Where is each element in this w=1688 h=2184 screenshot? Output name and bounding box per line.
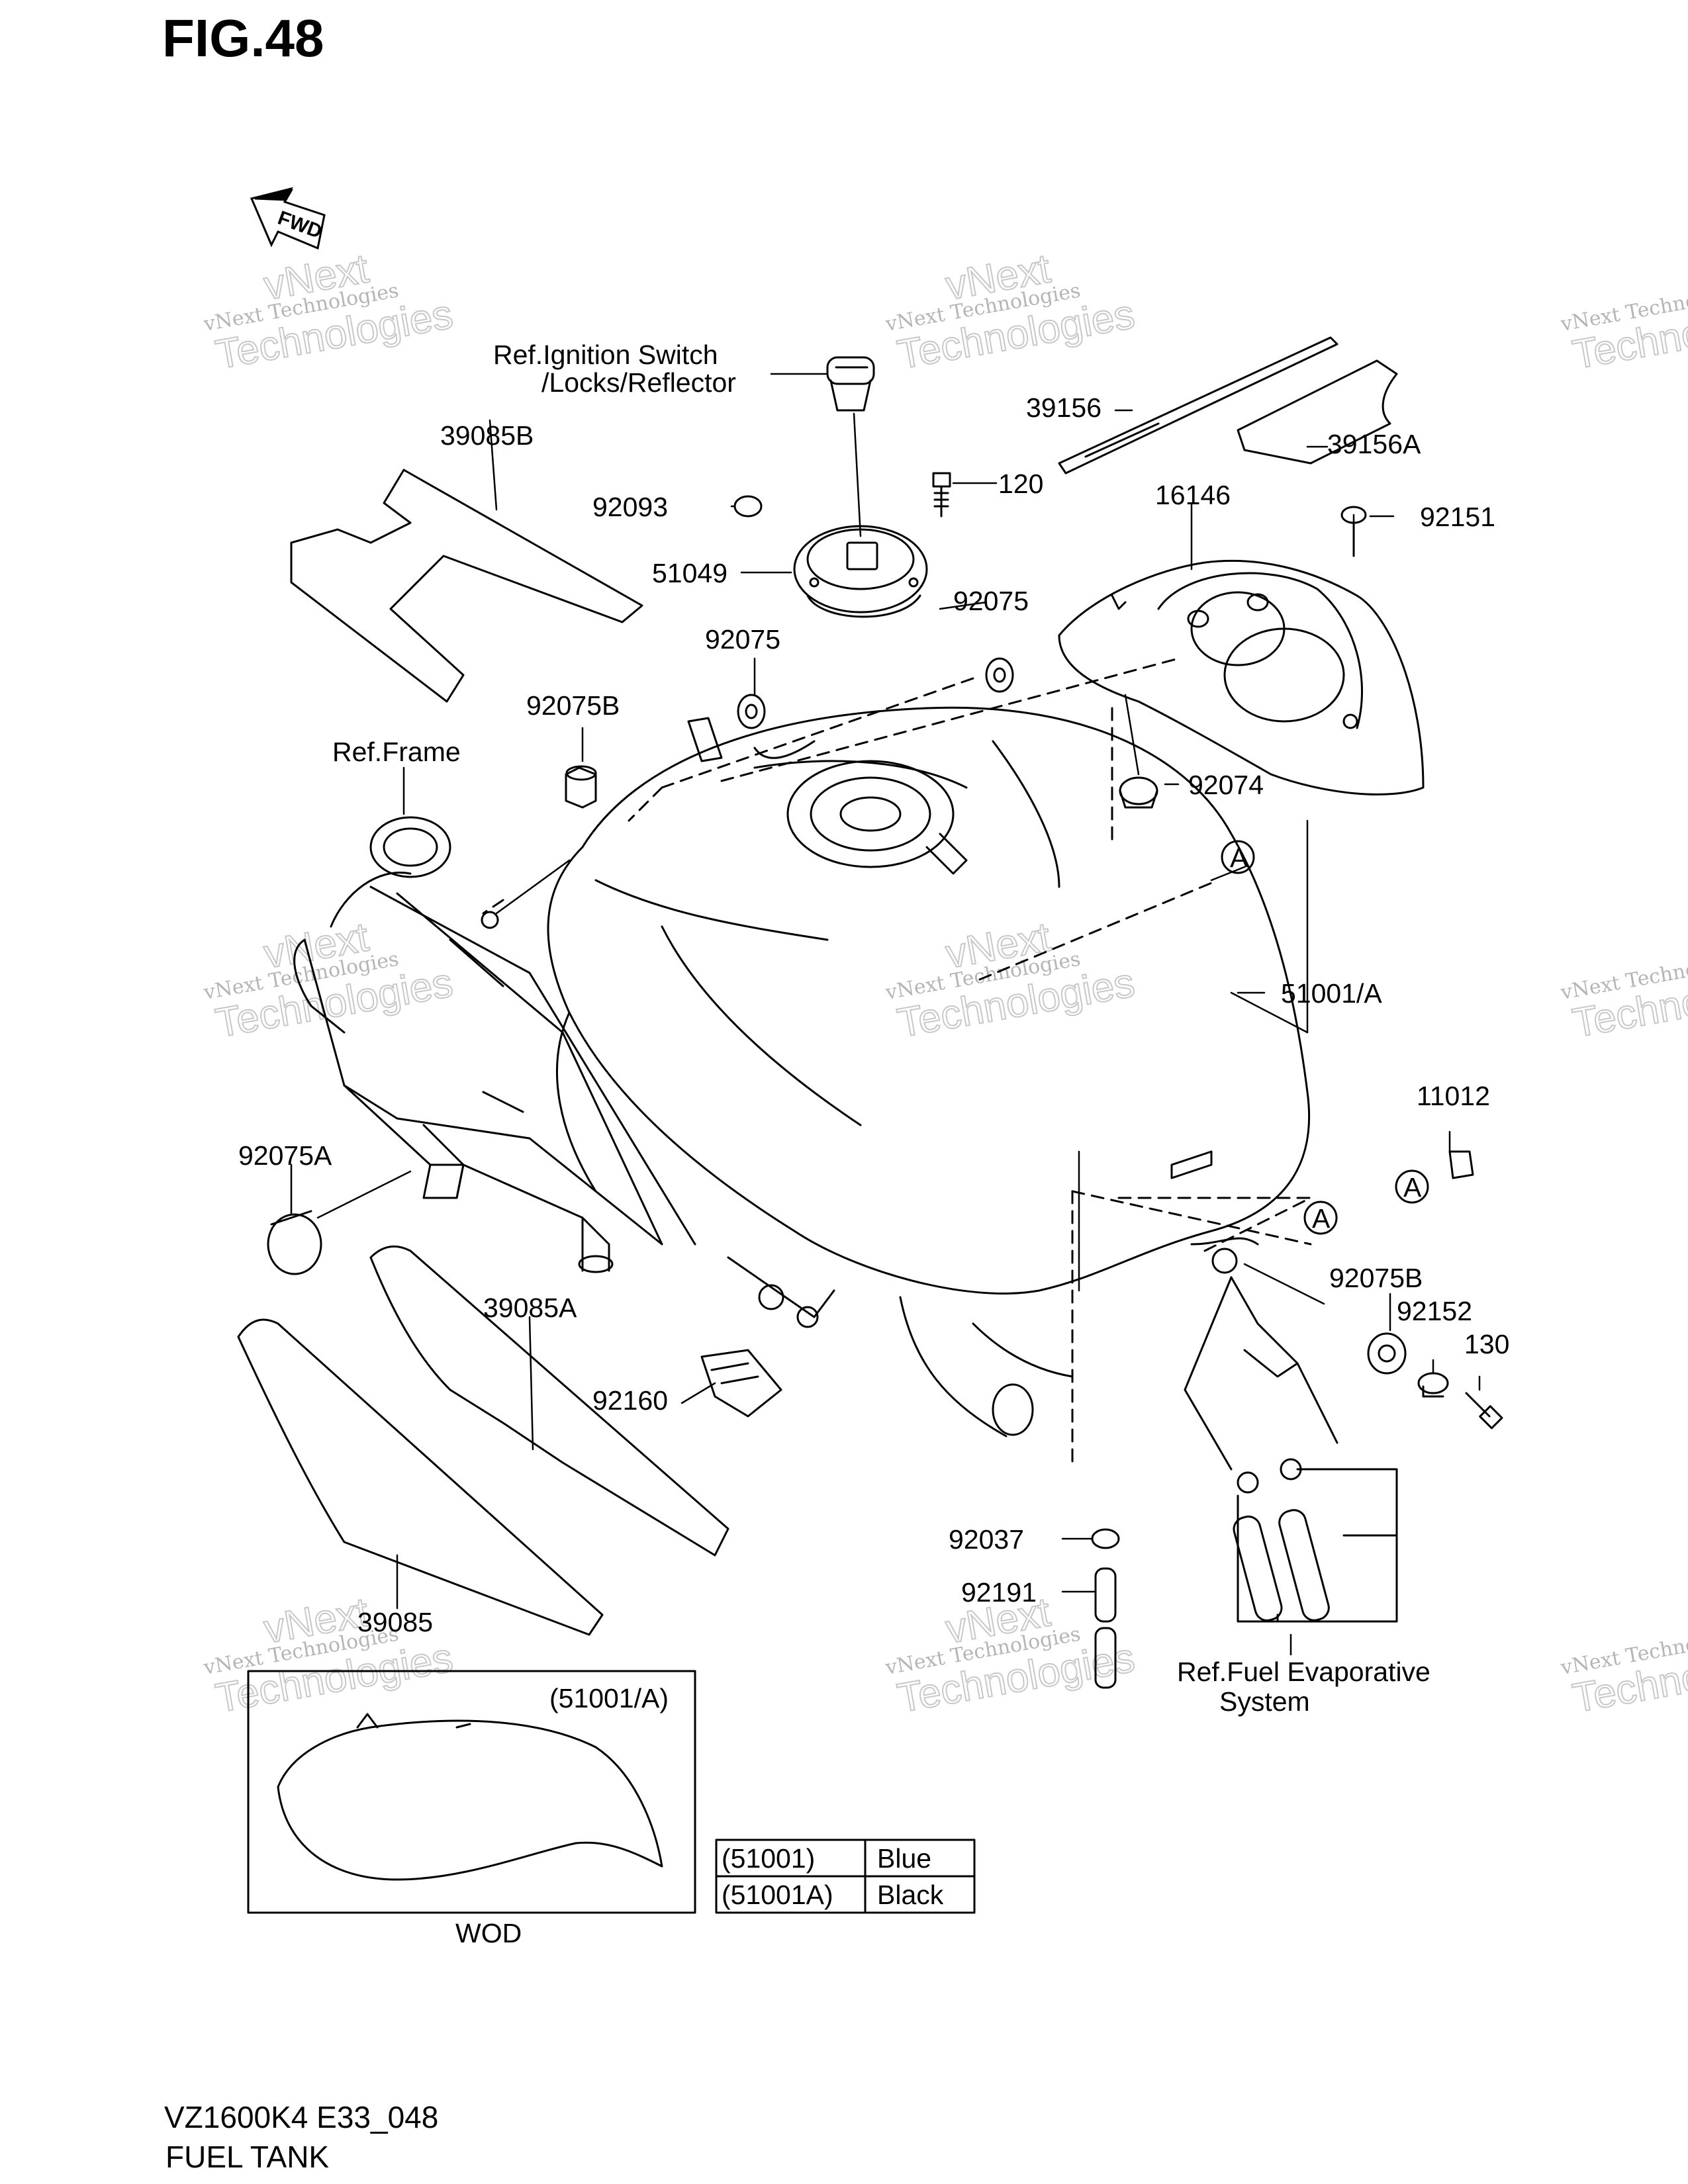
instrument-cover-16146 <box>1058 559 1425 796</box>
callout-51001a: 51001/A <box>1281 978 1382 1009</box>
ref-ignition-label-2: /Locks/Reflector <box>541 367 736 398</box>
screw-120 <box>932 472 951 518</box>
callout-39085a: 39085A <box>483 1293 577 1323</box>
callout-92075b-top: 92075B <box>526 690 620 721</box>
forward-direction-arrow-icon: FWD <box>250 187 326 250</box>
color-table-color: Blue <box>877 1843 931 1874</box>
fuel-evaporative-hoses <box>1184 1276 1398 1623</box>
bracket-92160 <box>700 1349 782 1418</box>
callout-92160: 92160 <box>592 1385 668 1416</box>
callout-92075-left: 92075 <box>705 624 780 655</box>
callout-120: 120 <box>998 469 1043 499</box>
color-table <box>715 1839 976 1914</box>
callout-92075a: 92075A <box>238 1140 332 1171</box>
wod-inset-box <box>247 1670 696 1914</box>
figure-title: FIG.48 <box>162 9 324 68</box>
callout-92074: 92074 <box>1188 770 1264 800</box>
color-table-code: (51001) <box>722 1843 815 1874</box>
callout-39085b: 39085B <box>440 420 534 451</box>
cushion-92075B-upper <box>565 765 597 809</box>
ignition-switch-part <box>826 356 875 412</box>
color-table-color: Black <box>877 1880 944 1910</box>
leader-lines <box>290 373 1481 1656</box>
washer-92152 <box>1417 1372 1449 1398</box>
circle-a-mid-label: A <box>1312 1203 1331 1234</box>
pad-39085A <box>369 1245 729 1557</box>
pad-39085 <box>237 1318 604 1636</box>
filler-cap-51049 <box>793 525 928 618</box>
callout-92191: 92191 <box>961 1577 1037 1608</box>
frame-reference <box>293 816 696 1273</box>
reference-marker-a-right <box>1395 1169 1429 1204</box>
callout-16146: 16146 <box>1155 480 1231 510</box>
callout-92075-right: 92075 <box>953 586 1029 616</box>
nut-92093 <box>733 495 763 518</box>
label-11012 <box>1448 1150 1474 1179</box>
watermark-group: vNext Technologies vNext Technologies vN… <box>201 245 1688 1722</box>
color-table-code: (51001A) <box>722 1880 833 1910</box>
fuel-tank-51001 <box>547 706 1311 1295</box>
grommet-92075-right <box>985 657 1014 693</box>
reference-marker-a-top <box>1221 840 1255 874</box>
callout-39156: 39156 <box>1026 392 1102 423</box>
inset-caption: WOD <box>455 1918 522 1948</box>
model-code: VZ1600K4 E33_048 <box>164 2100 438 2134</box>
hose-92191 <box>1094 1567 1117 1689</box>
ref-ignition-label-1: Ref.Ignition Switch <box>493 340 718 370</box>
ref-fuel-evap-label-2: System <box>1219 1686 1310 1717</box>
circle-a-right-label: A <box>1403 1172 1422 1203</box>
cushion-92075B-lower <box>1367 1332 1407 1375</box>
callout-39085: 39085 <box>357 1607 433 1637</box>
callout-130: 130 <box>1464 1329 1509 1359</box>
callout-92075b-bottom: 92075B <box>1329 1263 1423 1293</box>
trim-plate-39156A <box>1237 359 1398 465</box>
inset-label: (51001/A) <box>549 1683 669 1713</box>
callout-92151: 92151 <box>1420 502 1495 532</box>
clip-92037 <box>1091 1528 1120 1549</box>
damper-92074 <box>1119 776 1158 809</box>
callout-39156a: 39156A <box>1327 429 1421 459</box>
reference-marker-a-mid <box>1303 1201 1338 1235</box>
wod-tank-outline <box>277 1719 663 1881</box>
grommet-92075-left <box>737 694 766 729</box>
callout-92152: 92152 <box>1397 1296 1472 1326</box>
pad-39085B <box>290 469 643 703</box>
bolt-130 <box>1465 1392 1503 1430</box>
trim-strip-39156 <box>1058 336 1338 475</box>
ref-fuel-evap-label-1: Ref.Fuel Evaporative <box>1177 1657 1430 1687</box>
callout-92037: 92037 <box>949 1524 1024 1555</box>
ref-frame-label: Ref.Frame <box>332 737 461 767</box>
part-group-title: FUEL TANK <box>165 2140 329 2174</box>
callout-11012: 11012 <box>1417 1081 1490 1111</box>
cushion-92075A <box>267 1210 322 1275</box>
callout-51049: 51049 <box>652 558 727 588</box>
assembly-guide-lines <box>482 657 1312 1464</box>
callout-92093: 92093 <box>592 492 668 522</box>
circle-a-top-label: A <box>1230 842 1248 873</box>
